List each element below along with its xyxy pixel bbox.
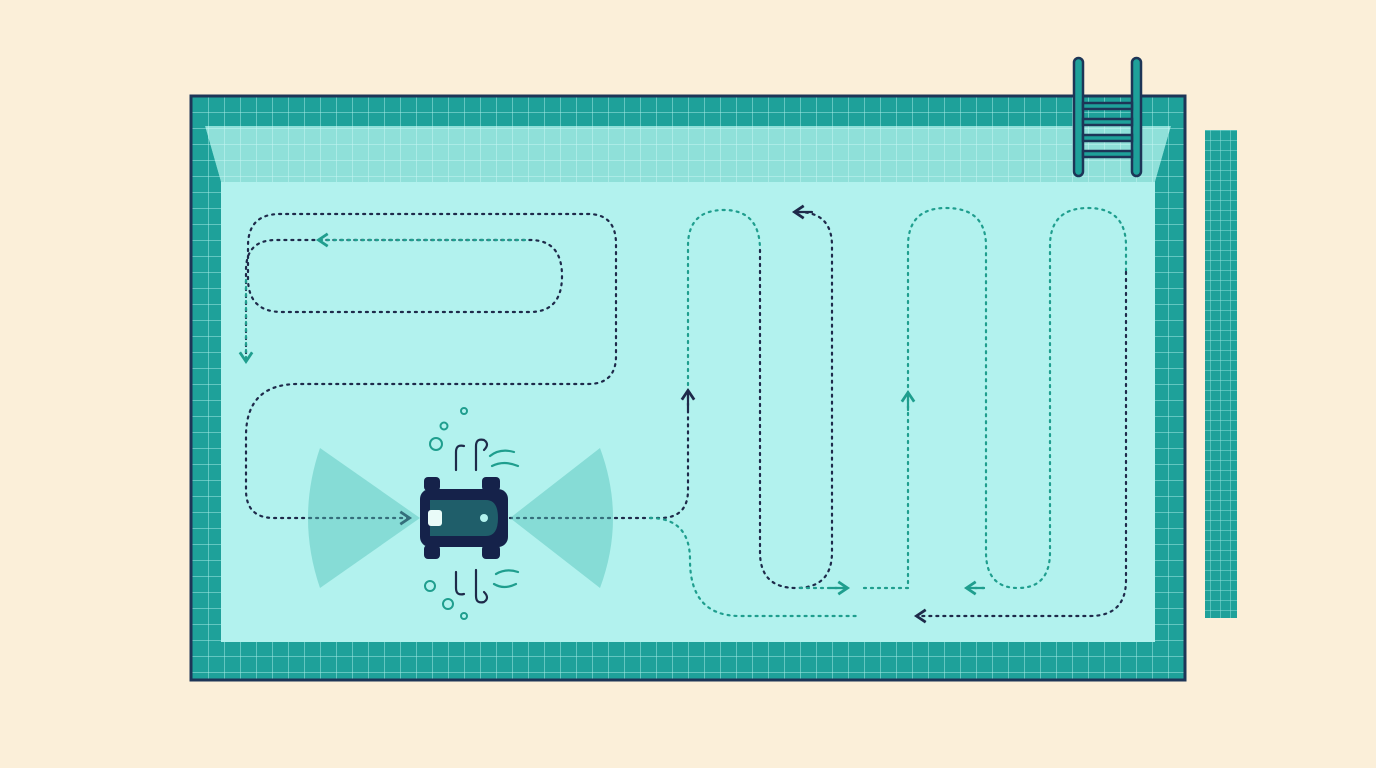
- bubble-icon: [424, 407, 468, 620]
- robot-sensor: [428, 510, 442, 526]
- motion-swirl-icon: [454, 438, 489, 604]
- pool-ladder-icon: [1072, 56, 1143, 178]
- pool-cleaner-robot-icon: [420, 477, 508, 559]
- path-bottom-return: [913, 270, 1128, 624]
- motion-swirl-teal: [488, 449, 520, 589]
- sensor-cone-left: [308, 448, 420, 588]
- sensor-cones: [308, 448, 613, 588]
- robot-wheel-br: [482, 545, 500, 559]
- pool-wall-top: [205, 126, 1171, 182]
- robot-wheel-tr: [482, 477, 500, 491]
- path-loop-left: [244, 212, 618, 526]
- robot-body: [430, 500, 498, 536]
- robot-wheel-tl: [424, 477, 440, 491]
- path-serpentine-dark: [508, 210, 834, 590]
- pool-wall-left: [205, 126, 221, 668]
- pool-wall-bottom: [205, 642, 1171, 668]
- side-tile-strip: [1205, 130, 1237, 618]
- pool-wall-right: [1155, 126, 1171, 668]
- robot-wheel-bl: [424, 545, 440, 559]
- path-serpentine-teal: [648, 206, 1128, 618]
- pool: [189, 94, 1187, 682]
- robot-light: [480, 514, 488, 522]
- sensor-cone-right: [510, 448, 613, 588]
- cleaning-paths: [238, 204, 1128, 624]
